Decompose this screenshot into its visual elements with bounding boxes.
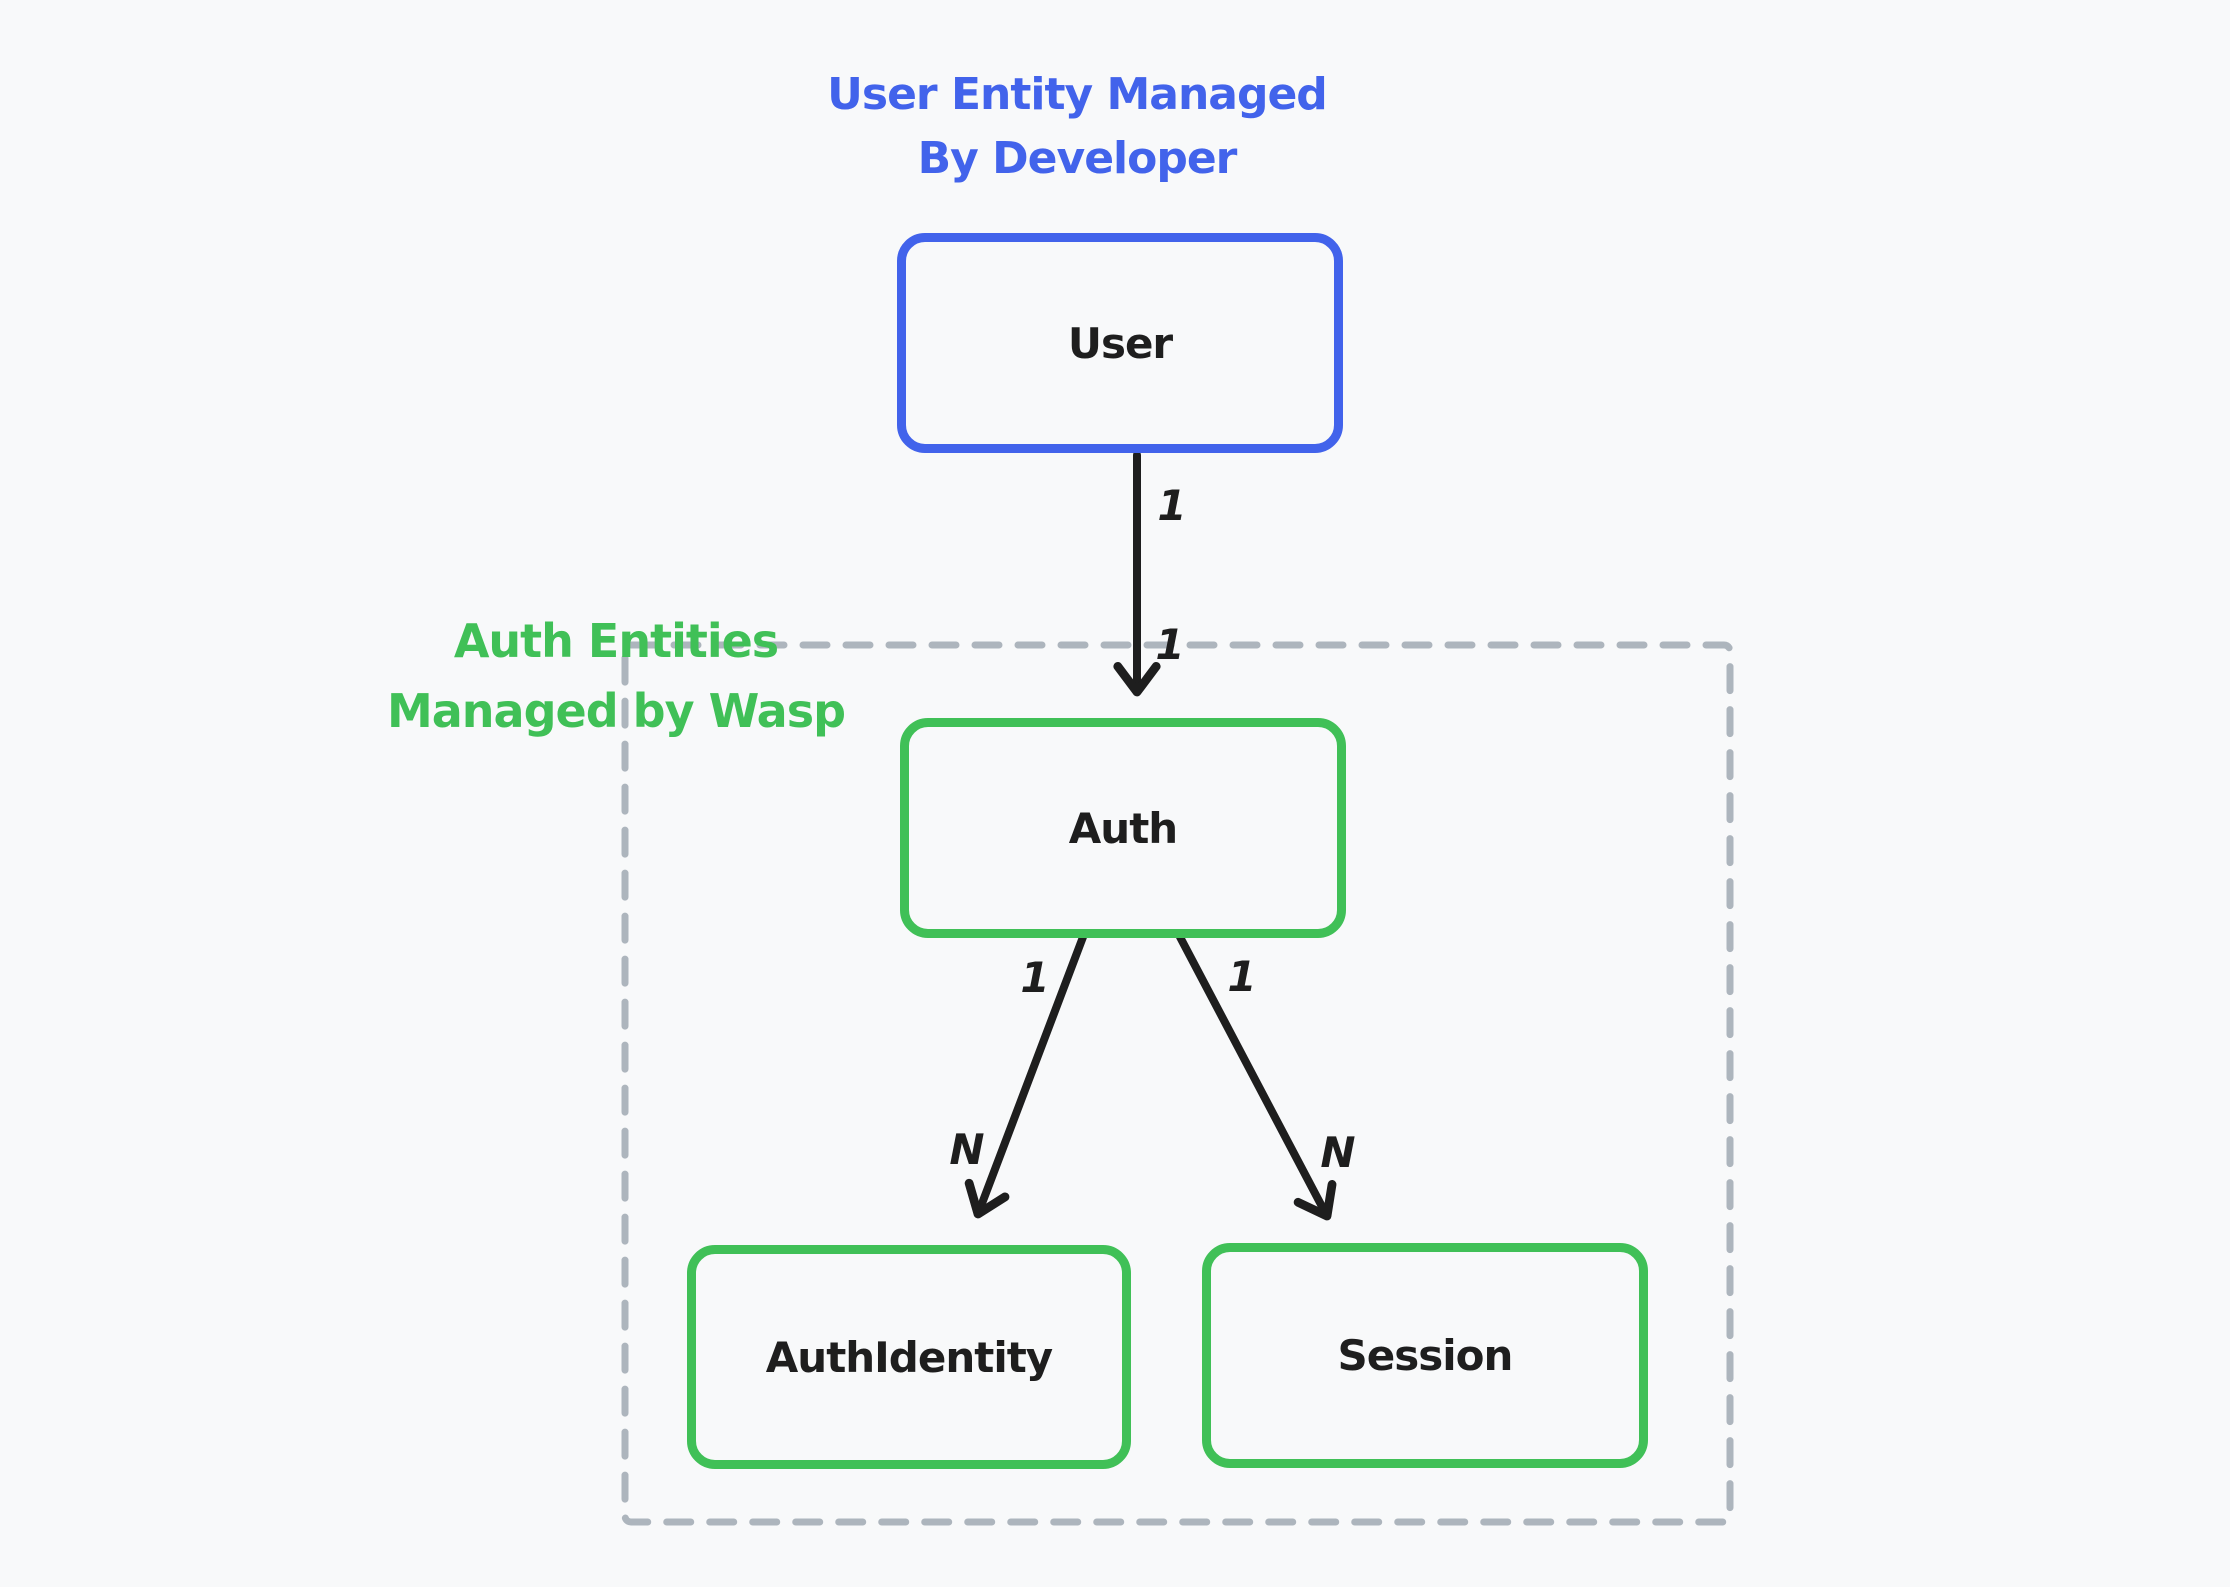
- wasp-group-title-line2: Managed by Wasp: [386, 684, 846, 738]
- edge-user-auth-target-cardinality: 1: [1155, 620, 1185, 669]
- user-group-title-line2: By Developer: [917, 133, 1238, 184]
- user-group-title-line1: User Entity Managed: [827, 69, 1328, 120]
- wasp-group-title: Auth Entities Managed by Wasp: [306, 606, 926, 746]
- user-group-title: User Entity Managed By Developer: [767, 63, 1387, 191]
- node-user-label: User: [1067, 318, 1173, 368]
- edge-auth-session-target-cardinality: N: [1320, 1128, 1356, 1177]
- node-auth-label: Auth: [1068, 803, 1178, 853]
- edge-user-auth-source-cardinality: 1: [1157, 481, 1187, 530]
- node-auth: Auth: [900, 718, 1346, 938]
- node-session: Session: [1202, 1243, 1648, 1468]
- node-authidentity: AuthIdentity: [687, 1245, 1131, 1469]
- edge-auth-authidentity-source-cardinality: 1: [1020, 953, 1050, 1002]
- node-user: User: [897, 233, 1343, 453]
- node-authidentity-label: AuthIdentity: [765, 1332, 1053, 1382]
- edge-auth-authidentity-target-cardinality: N: [949, 1125, 985, 1174]
- wasp-group-title-line1: Auth Entities: [453, 614, 779, 668]
- node-session-label: Session: [1337, 1331, 1514, 1380]
- edge-auth-session-source-cardinality: 1: [1227, 952, 1257, 1001]
